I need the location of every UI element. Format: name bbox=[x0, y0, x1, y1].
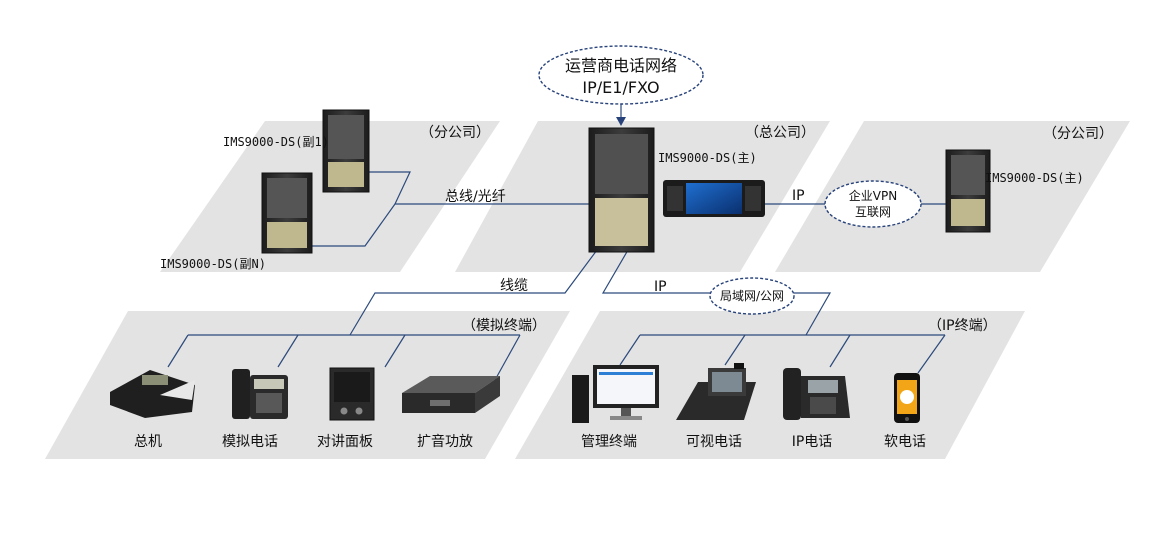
device-label-switchboard: 总机 bbox=[134, 434, 162, 450]
vpn-cloud-line1: 企业VPN bbox=[849, 188, 897, 203]
ip-group-title: （IP终端） bbox=[928, 318, 997, 334]
vpn-cloud-line2: 互联网 bbox=[855, 205, 891, 219]
device-label-amplifier: 扩音功放 bbox=[417, 433, 473, 450]
bus-fiber-label: 总线/光纤 bbox=[445, 189, 506, 205]
carrier-cloud-line1: 运营商电话网络 bbox=[565, 56, 677, 75]
computer-icon bbox=[572, 365, 659, 423]
bus-fiber-link-n bbox=[312, 203, 589, 247]
server-rack-icon bbox=[261, 172, 313, 254]
analog-drop-2 bbox=[277, 334, 299, 368]
bus-fiber-link-1 bbox=[369, 171, 411, 205]
cable-label: 线缆 bbox=[500, 278, 528, 294]
carrier-network-cloud bbox=[538, 45, 704, 105]
ip-phone-icon bbox=[783, 368, 850, 420]
device-label-management-terminal: 管理终端 bbox=[581, 434, 637, 450]
branch-left-rackN-label: IMS9000-DS(副N) bbox=[160, 257, 266, 271]
connection-lines bbox=[167, 103, 946, 381]
ip-drop-3 bbox=[829, 334, 851, 368]
desk-phone-icon bbox=[110, 370, 195, 418]
device-label-intercom-panel: 对讲面板 bbox=[317, 434, 373, 450]
server-rack-icon bbox=[588, 127, 655, 253]
branch-left-pane bbox=[160, 121, 500, 272]
lan-cloud bbox=[709, 277, 795, 315]
analog-phone-icon bbox=[232, 369, 288, 419]
device-label-softphone: 软电话 bbox=[884, 434, 926, 450]
hq-title: （总公司） bbox=[745, 125, 815, 141]
analog-group-title: （模拟终端） bbox=[462, 318, 546, 334]
branch-left-title: （分公司） bbox=[420, 125, 490, 141]
device-label-ip-phone: IP电话 bbox=[792, 434, 833, 450]
video-phone-icon bbox=[676, 363, 756, 420]
ip-drop-4 bbox=[917, 334, 946, 374]
branch-right-title: （分公司） bbox=[1043, 126, 1113, 142]
ip-lan-label: IP bbox=[654, 279, 667, 295]
softphone-icon bbox=[894, 373, 920, 423]
carrier-arrow-icon bbox=[616, 117, 626, 126]
lan-cloud-label: 局域网/公网 bbox=[720, 289, 784, 303]
server-rack-icon bbox=[945, 149, 991, 233]
operator-console-icon bbox=[663, 180, 765, 217]
vpn-cloud bbox=[824, 180, 922, 228]
ip-lan-link-a bbox=[601, 249, 712, 294]
device-label-video-phone: 可视电话 bbox=[686, 434, 742, 450]
branch-right-rack-label: IMS9000-DS(主) bbox=[985, 171, 1084, 185]
analog-terminals-pane bbox=[45, 311, 570, 459]
hq-rack-label: IMS9000-DS(主) bbox=[658, 151, 757, 165]
server-rack-icon bbox=[322, 109, 370, 193]
analog-drop-3 bbox=[384, 334, 406, 368]
ip-drop-2 bbox=[724, 334, 746, 366]
analog-drop-1 bbox=[167, 334, 189, 368]
cable-link bbox=[349, 249, 598, 336]
device-label-analog-phone: 模拟电话 bbox=[222, 434, 278, 450]
amplifier-icon bbox=[402, 376, 500, 413]
ip-vpn-label: IP bbox=[792, 188, 805, 204]
carrier-cloud-line2: IP/E1/FXO bbox=[582, 78, 659, 97]
ip-lan-link-b bbox=[792, 292, 832, 336]
branch-left-rack1-label: IMS9000-DS(副1) bbox=[223, 135, 329, 149]
ip-drop-1 bbox=[619, 334, 641, 366]
intercom-panel-icon bbox=[329, 367, 375, 421]
analog-drop-4 bbox=[494, 334, 521, 381]
